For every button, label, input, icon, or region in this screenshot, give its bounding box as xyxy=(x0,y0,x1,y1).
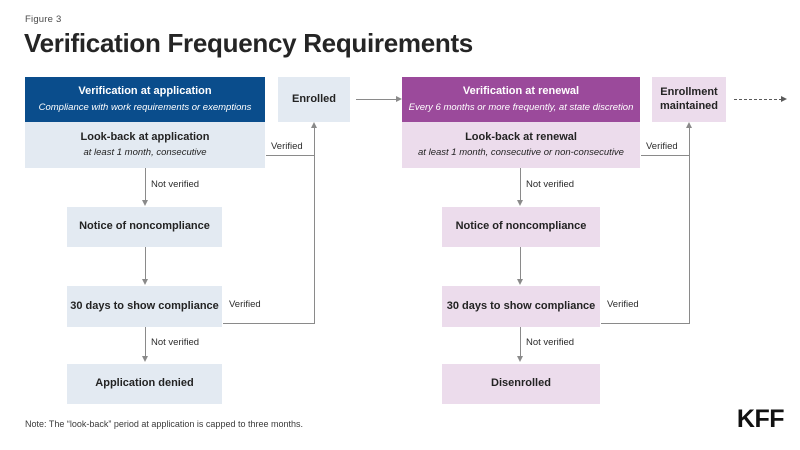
connector-app-thirty-to-denied xyxy=(145,327,146,357)
edge-label-renewal-thirty-verified: Verified xyxy=(607,299,639,310)
edge-label-app-lookback-verified: Verified xyxy=(271,141,303,152)
node-title: Application denied xyxy=(95,377,194,390)
arrowhead-app-thirty-to-denied xyxy=(141,356,148,362)
node-title: Notice of noncompliance xyxy=(79,220,210,233)
node-title: 30 days to show compliance xyxy=(70,299,219,312)
node-verification-at-application: Verification at application Compliance w… xyxy=(25,77,265,122)
kff-logo: KFF xyxy=(736,405,785,433)
node-lookback-at-application: Look-back at application at least 1 mont… xyxy=(25,122,265,168)
node-verification-at-renewal: Verification at renewal Every 6 months o… xyxy=(402,77,640,122)
arrowhead-enrollment-maintained-continues xyxy=(781,95,787,102)
arrowhead-app-notice-to-thirty xyxy=(141,279,148,285)
page-title: Verification Frequency Requirements xyxy=(24,28,473,58)
figure-number: Figure 3 xyxy=(25,14,62,25)
arrowhead-app-verified-to-enrolled xyxy=(311,122,317,128)
connector-app-lookback-to-notice xyxy=(145,168,146,201)
node-app-thirty-days-to-show-compliance: 30 days to show compliance xyxy=(67,286,222,327)
connector-app-lookback-verified xyxy=(266,155,315,156)
connector-renewal-lookback-to-notice xyxy=(520,168,521,201)
node-enrolled: Enrolled xyxy=(278,77,350,122)
connector-renewal-lookback-verified xyxy=(641,155,690,156)
arrowhead-renewal-verified-to-maintained xyxy=(686,122,692,128)
node-disenrolled: Disenrolled xyxy=(442,364,600,404)
node-title: Enrollment maintained xyxy=(659,85,719,112)
connector-enrollment-maintained-continues xyxy=(734,99,782,100)
connector-app-thirty-verified xyxy=(223,323,315,324)
node-enrollment-maintained: Enrollment maintained xyxy=(652,77,726,122)
node-title: Enrolled xyxy=(291,92,336,105)
arrowhead-renewal-lookback-to-notice xyxy=(516,200,523,206)
node-subtitle: at least 1 month, consecutive xyxy=(83,147,207,159)
edge-label-renewal-lookback-not-verified: Not verified xyxy=(526,179,575,190)
connector-enrolled-to-renewal xyxy=(356,99,396,100)
node-subtitle: Compliance with work requirements or exe… xyxy=(38,101,252,113)
arrowhead-enrolled-to-renewal xyxy=(396,95,402,102)
node-lookback-at-renewal: Look-back at renewal at least 1 month, c… xyxy=(402,122,640,168)
connector-renewal-thirty-verified xyxy=(601,323,690,324)
node-title: Notice of noncompliance xyxy=(455,220,587,233)
node-renewal-notice-of-noncompliance: Notice of noncompliance xyxy=(442,207,600,247)
node-title: Verification at renewal xyxy=(462,85,580,98)
edge-label-app-thirty-not-verified: Not verified xyxy=(151,337,200,348)
connector-renewal-thirty-to-disenrolled xyxy=(520,327,521,357)
connector-app-verified-riser xyxy=(314,128,315,324)
node-title: Disenrolled xyxy=(491,377,551,390)
arrowhead-renewal-thirty-to-disenrolled xyxy=(516,356,523,362)
arrowhead-renewal-notice-to-thirty xyxy=(516,279,523,285)
connector-app-notice-to-thirty xyxy=(145,247,146,280)
node-title: 30 days to show compliance xyxy=(446,299,596,312)
edge-label-renewal-lookback-verified: Verified xyxy=(646,141,678,152)
node-title: Look-back at application xyxy=(80,130,210,143)
connector-renewal-verified-riser xyxy=(689,128,690,324)
connector-renewal-notice-to-thirty xyxy=(520,247,521,280)
node-subtitle: Every 6 months or more frequently, at st… xyxy=(408,101,634,113)
edge-label-renewal-thirty-not-verified: Not verified xyxy=(526,337,575,348)
arrowhead-app-lookback-to-notice xyxy=(141,200,148,206)
node-title: Verification at application xyxy=(78,85,212,98)
footnote: Note: The “look-back” period at applicat… xyxy=(25,419,303,429)
node-renewal-thirty-days-to-show-compliance: 30 days to show compliance xyxy=(442,286,600,327)
node-title: Look-back at renewal xyxy=(465,130,577,143)
node-app-notice-of-noncompliance: Notice of noncompliance xyxy=(67,207,222,247)
node-subtitle: at least 1 month, consecutive or non-con… xyxy=(418,147,624,159)
node-application-denied: Application denied xyxy=(67,364,222,404)
edge-label-app-thirty-verified: Verified xyxy=(229,299,261,310)
edge-label-app-lookback-not-verified: Not verified xyxy=(151,179,200,190)
